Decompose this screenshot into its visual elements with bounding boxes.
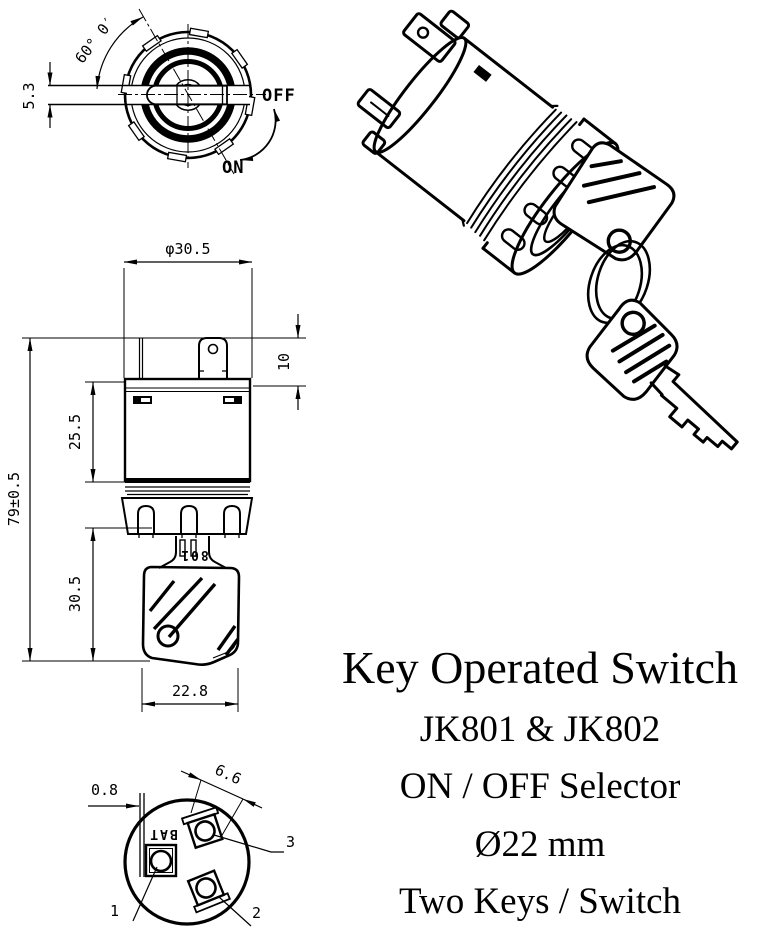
leader-terminal-3 xyxy=(213,834,284,853)
key-width-dimension: 22.8 xyxy=(172,682,208,700)
key-stamp-text: 801 xyxy=(179,547,208,562)
off-position-label: OFF xyxy=(262,86,296,106)
terminal-1-number: 1 xyxy=(110,902,119,920)
plate-thickness-dimension: 0.8 xyxy=(91,781,118,799)
key-height-dimension: 30.5 xyxy=(66,576,84,612)
product-title: Key Operated Switch xyxy=(342,642,738,693)
slot-height-dimension: 5.3 xyxy=(20,82,38,109)
overall-height-dimension: 79±0.5 xyxy=(5,472,23,526)
leader-terminal-1 xyxy=(132,866,158,922)
selector-type: ON / OFF Selector xyxy=(400,766,681,807)
terminal-blade-lower xyxy=(356,88,402,130)
terminal-blade-holed xyxy=(402,12,457,63)
terminal-1-bat: BAT xyxy=(139,793,178,878)
key-head xyxy=(141,565,241,666)
key-ring-hole xyxy=(156,624,180,648)
on-position-label: ON xyxy=(222,158,244,178)
bottom-view-drawing: BAT 0.8 6.6 3 2 1 xyxy=(88,761,295,927)
body-height-dimension: 25.5 xyxy=(66,414,84,450)
model-numbers: JK801 & JK802 xyxy=(420,709,661,750)
key-blade xyxy=(649,364,739,451)
bat-marking: BAT xyxy=(148,826,177,841)
terminal-3 xyxy=(180,806,224,850)
terminal-2 xyxy=(186,869,231,914)
inserted-key-head xyxy=(552,141,676,262)
switch-body xyxy=(123,377,252,496)
rotation-arrow xyxy=(239,108,281,162)
terminal-blade-small xyxy=(439,9,471,40)
angle-dimension: 60° 0′ xyxy=(71,13,119,67)
title-block: Key Operated Switch JK801 & JK802 ON / O… xyxy=(342,642,738,922)
isometric-illustration xyxy=(356,9,739,451)
terminal-2-number: 2 xyxy=(252,904,261,922)
castellated-collar xyxy=(120,497,254,538)
terminal-width-dimension: 6.6 xyxy=(212,761,244,789)
terminal-3-number: 3 xyxy=(286,833,295,851)
spare-key xyxy=(585,298,739,451)
terminal-height-dimension: 10 xyxy=(275,353,293,371)
front-view-drawing: φ30.5 10 25.5 79±0.5 30.5 22.8 xyxy=(5,240,306,712)
mount-diameter: Ø22 mm xyxy=(475,824,606,865)
diameter-dimension: φ30.5 xyxy=(165,240,210,258)
keys-per-switch: Two Keys / Switch xyxy=(399,881,682,922)
leader-terminal-2 xyxy=(218,896,252,927)
blade-terminal xyxy=(198,337,228,378)
top-view-drawing: 5.3 60° 0′ OFF ON xyxy=(20,8,296,178)
blade-terminal-edge xyxy=(138,338,144,378)
key-shaft: 801 xyxy=(158,536,227,569)
